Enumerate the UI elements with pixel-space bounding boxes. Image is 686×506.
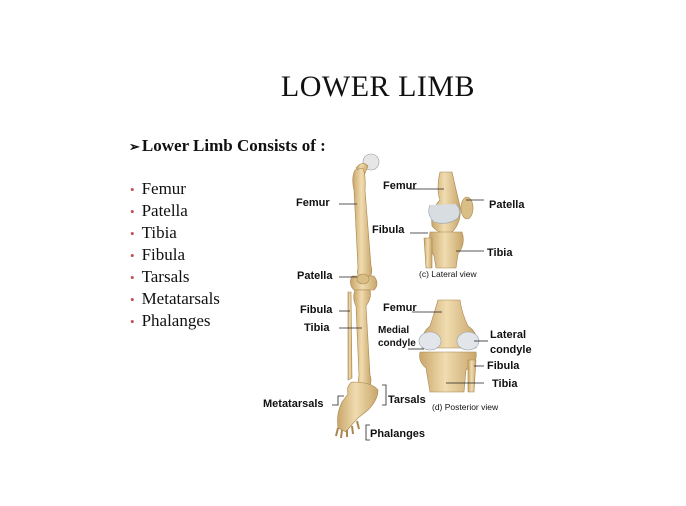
lateral-tibia xyxy=(429,231,464,269)
label-lateral-condyle-line1: Lateral xyxy=(490,329,527,341)
list-item-text: Phalanges xyxy=(141,311,211,330)
posterior-tibia xyxy=(419,351,477,393)
leader-lines-full-limb xyxy=(332,203,387,441)
section-heading: ➢Lower Limb Consists of : xyxy=(129,136,326,156)
label-metatarsals: Metatarsals xyxy=(263,398,324,410)
list-item-text: Metatarsals xyxy=(141,289,220,308)
label-tarsals: Tarsals xyxy=(388,394,426,406)
list-item: • Fibula xyxy=(130,244,220,266)
label-lateral-tibia: Tibia xyxy=(487,247,513,259)
posterior-fibula xyxy=(467,359,477,393)
bullet-icon: • xyxy=(130,248,135,263)
fibula-bone xyxy=(347,291,353,381)
label-patella: Patella xyxy=(297,270,333,282)
label-femur: Femur xyxy=(296,197,330,209)
label-tibia: Tibia xyxy=(304,322,330,334)
bullet-icon: • xyxy=(130,292,135,307)
posterior-knee-view xyxy=(418,299,480,393)
list-item: • Tarsals xyxy=(130,266,220,288)
label-posterior-fibula: Fibula xyxy=(487,360,520,372)
heading-text: Lower Limb Consists of : xyxy=(141,136,326,155)
leader-lines-posterior xyxy=(408,311,488,384)
list-item: • Femur xyxy=(130,178,220,200)
label-lateral-patella: Patella xyxy=(489,199,525,211)
lateral-patella xyxy=(460,196,474,220)
bone-list: •Femur •Patella •Tibia •Fibula •Tarsals … xyxy=(130,178,220,332)
label-medial-condyle-line2: condyle xyxy=(378,338,416,349)
caption-lateral-view: (c) Lateral view xyxy=(419,269,477,279)
tibia-bone xyxy=(353,289,372,387)
lateral-knee-view xyxy=(423,171,474,269)
bullet-icon: • xyxy=(130,314,135,329)
list-item-text: Femur xyxy=(141,179,186,198)
list-item: • Patella xyxy=(130,200,220,222)
list-item-text: Patella xyxy=(141,201,188,220)
bullet-icon: • xyxy=(130,270,135,285)
list-item: • Tibia xyxy=(130,222,220,244)
arrow-bullet-icon: ➢ xyxy=(129,139,140,154)
label-lateral-condyle-line2: condyle xyxy=(490,344,532,356)
label-fibula: Fibula xyxy=(300,304,333,316)
lateral-femur xyxy=(431,171,461,234)
label-posterior-tibia: Tibia xyxy=(492,378,518,390)
lateral-fibula xyxy=(423,237,433,269)
foot-bones xyxy=(337,381,379,433)
bullet-icon: • xyxy=(130,204,135,219)
leader-lines-lateral xyxy=(409,188,484,252)
label-posterior-femur: Femur xyxy=(383,302,417,314)
list-item: • Metatarsals xyxy=(130,288,220,310)
label-phalanges: Phalanges xyxy=(370,428,426,440)
bullet-icon: • xyxy=(130,226,135,241)
list-item-text: Tibia xyxy=(141,223,177,242)
list-item: • Phalanges xyxy=(130,310,220,332)
caption-posterior-view: (d) Posterior view xyxy=(432,402,499,412)
medial-condyle xyxy=(418,331,442,351)
label-lateral-fibula: Fibula xyxy=(372,224,405,236)
full-limb-skeleton xyxy=(335,153,380,439)
label-medial-condyle-line1: Medial xyxy=(378,325,410,336)
list-item-text: Tarsals xyxy=(141,267,190,286)
lateral-cartilage xyxy=(428,203,460,224)
patella-bone xyxy=(356,273,370,285)
femur-shaft xyxy=(352,167,373,279)
phalanges-bones xyxy=(335,420,360,439)
label-lateral-femur: Femur xyxy=(383,180,417,192)
bullet-icon: • xyxy=(130,182,135,197)
list-item-text: Fibula xyxy=(141,245,186,264)
slide-title: LOWER LIMB xyxy=(280,70,476,103)
